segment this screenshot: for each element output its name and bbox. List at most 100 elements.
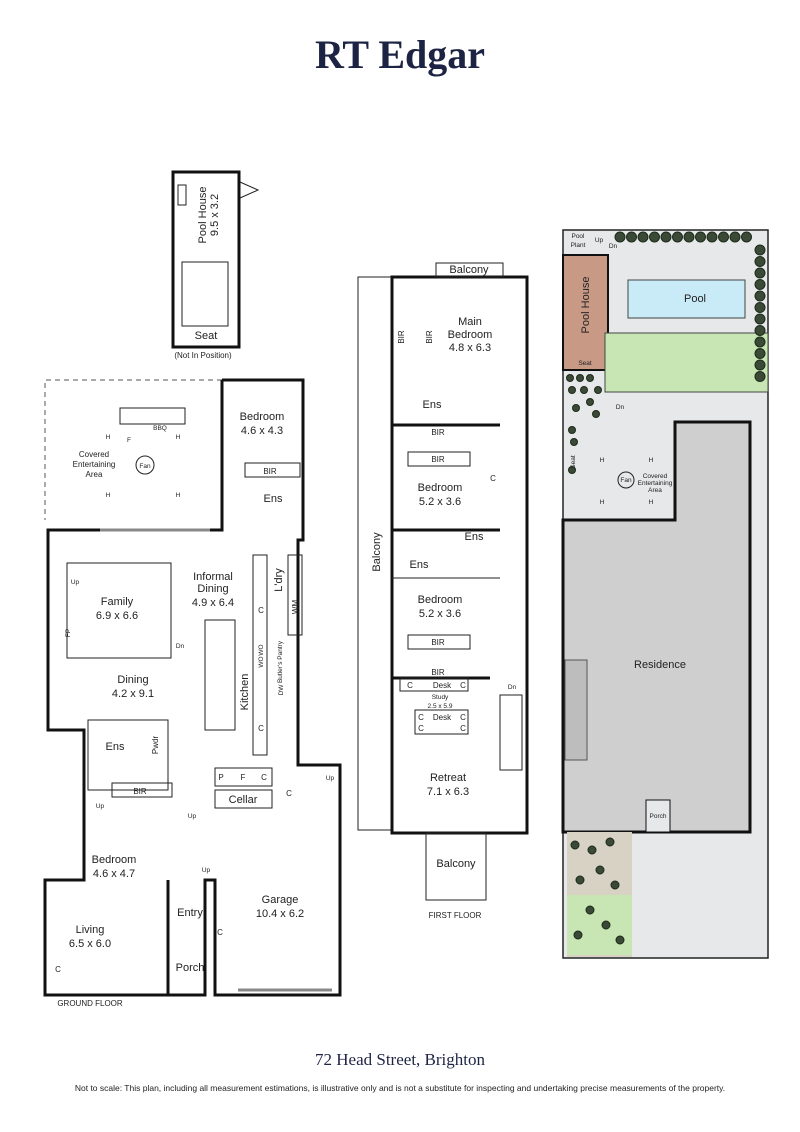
fan-label: Fan xyxy=(620,477,632,484)
powder-label: Pwdr xyxy=(151,736,160,755)
covered-label-3: Area xyxy=(648,487,662,494)
family-size: 6.9 x 6.6 xyxy=(96,610,138,622)
bir-label: BIR xyxy=(431,638,445,647)
bedroom2-name: Bedroom xyxy=(92,854,137,866)
heater-label: H xyxy=(649,457,654,464)
heater-label: H xyxy=(600,457,605,464)
c-label: C xyxy=(418,724,424,733)
tree-icon xyxy=(614,231,626,243)
informal-name-2: Dining xyxy=(197,583,228,595)
bir-label: BIR xyxy=(263,467,277,476)
bir2-label: BIR xyxy=(133,787,147,796)
bedroom-name: Bedroom xyxy=(418,482,463,494)
tree-icon xyxy=(570,840,580,850)
covered-label-1: Covered xyxy=(643,473,668,480)
tree-icon xyxy=(568,386,576,394)
study-desk-row-2 xyxy=(414,709,469,735)
informal-name-1: Informal xyxy=(193,571,233,583)
tree-icon xyxy=(572,404,580,412)
c-label: C xyxy=(261,773,267,782)
tree-row xyxy=(566,231,766,945)
balcony-label: Balcony xyxy=(449,264,489,276)
c-label: C xyxy=(460,724,466,733)
tree-icon xyxy=(605,837,615,847)
pool-house-fixture xyxy=(177,184,187,206)
ens2-label: Ens xyxy=(106,741,125,753)
retreat-name: Retreat xyxy=(430,772,466,784)
residence-footprint xyxy=(561,420,752,834)
c-label: C xyxy=(418,713,424,722)
pool-label: Pool xyxy=(684,293,706,305)
main-bedroom-size: 4.8 x 6.3 xyxy=(449,342,491,354)
up-label: Up xyxy=(71,579,80,586)
tree-icon xyxy=(586,374,594,382)
covered-label-3: Area xyxy=(86,470,103,479)
tree-icon xyxy=(568,426,576,434)
tree-icon xyxy=(573,930,583,940)
pantry-label: Butler's Pantry xyxy=(277,640,284,683)
fan-icon xyxy=(617,471,635,489)
tree-icon xyxy=(615,935,625,945)
pool-plant-label: Pool xyxy=(571,233,585,240)
tree-icon xyxy=(585,905,595,915)
tree-icon xyxy=(586,398,594,406)
kitchen-bench xyxy=(252,554,268,756)
wm-label: WM xyxy=(291,600,300,615)
c-label: C xyxy=(55,965,61,974)
tree-icon xyxy=(754,244,766,256)
study-size: 2.5 x 5.9 xyxy=(428,703,453,710)
not-in-position-note: (Not In Position) xyxy=(174,351,232,360)
cellar-room xyxy=(214,789,273,809)
dining-size: 4.2 x 9.1 xyxy=(112,688,154,700)
up-label: Up xyxy=(595,237,604,244)
dining-name: Dining xyxy=(117,674,148,686)
site-pool-house xyxy=(562,254,609,371)
bir-label: BIR xyxy=(425,330,434,344)
living-name: Living xyxy=(76,924,105,936)
ensuite-ground xyxy=(87,719,169,791)
tree-icon xyxy=(587,845,597,855)
study-name: Study xyxy=(432,694,449,701)
fireplace-label: FP xyxy=(65,629,72,637)
ground-walls-east xyxy=(168,378,342,997)
bir-label: BIR xyxy=(431,455,445,464)
pool-house-size: 9.5 x 3.2 xyxy=(209,194,221,236)
balcony-label: Balcony xyxy=(436,858,476,870)
tree-icon xyxy=(729,231,741,243)
tree-icon xyxy=(576,374,584,382)
retreat-size: 7.1 x 6.3 xyxy=(427,786,469,798)
bir-unit xyxy=(407,451,471,467)
tree-icon xyxy=(649,231,660,243)
dn-label: Dn xyxy=(508,684,517,691)
bir-unit xyxy=(407,634,471,650)
bedroom1-size: 4.6 x 4.3 xyxy=(241,425,283,437)
dw-label: DW xyxy=(278,684,285,696)
stair xyxy=(499,694,523,771)
pool-plant-label: Plant xyxy=(571,242,586,249)
brand-logo: RT Edgar xyxy=(315,32,485,77)
tree-icon xyxy=(754,348,766,359)
wo-label: WO xyxy=(258,644,265,655)
tree-icon xyxy=(610,880,620,890)
site-pool-house-label: Pool House xyxy=(580,277,592,334)
seat-label: Seat xyxy=(578,360,592,367)
family-name: Family xyxy=(101,596,134,608)
residence-label: Residence xyxy=(634,659,686,671)
tree-icon xyxy=(660,231,672,243)
tree-icon xyxy=(754,313,766,325)
tree-icon xyxy=(595,865,605,875)
fan-icon xyxy=(135,455,155,475)
covered-label-2: Entertaining xyxy=(638,480,673,487)
ground-floor-plan: Bedroom 4.6 x 4.3 BIR Ens Covered Entert… xyxy=(43,378,342,1008)
garage-name: Garage xyxy=(262,894,299,906)
seat-label: Seat xyxy=(570,455,577,469)
top-balcony xyxy=(435,262,504,278)
first-floor-plan: Balcony Main Bedroom 4.8 x 6.3 BIR BIR E… xyxy=(357,262,529,920)
bedroom-name: Bedroom xyxy=(418,594,463,606)
heater-label: H xyxy=(106,434,111,441)
study-desk-row xyxy=(399,677,469,692)
pool xyxy=(627,279,746,319)
heater-label: H xyxy=(176,492,181,499)
tree-icon xyxy=(592,410,600,418)
bir-label: BIR xyxy=(397,330,406,344)
